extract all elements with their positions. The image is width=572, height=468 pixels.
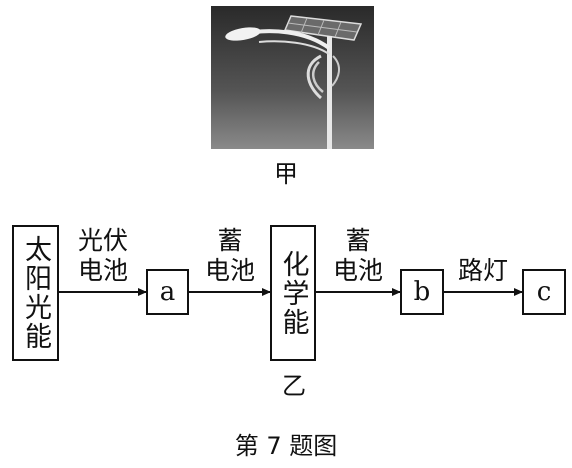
figure-caption: 第 7 题图	[234, 432, 338, 460]
edge-label-street-lamp: 路灯	[446, 256, 520, 286]
edge-label-pv-cell: 光伏 电池	[62, 226, 144, 286]
lamp-pole	[327, 36, 332, 149]
photo-caption: 甲	[274, 160, 298, 188]
node-a: a	[146, 269, 189, 315]
edge-label-battery-1-line1: 蓄	[217, 226, 243, 255]
node-chemical-energy-label: 化学能	[277, 249, 309, 337]
edge-label-street-lamp-line1: 路灯	[457, 256, 508, 285]
edge-label-battery-2-line2: 电池	[332, 256, 383, 285]
edge-label-battery-2: 蓄 电池	[318, 226, 398, 286]
street-lamp-photo	[211, 6, 374, 149]
node-solar-energy: 太阳光能	[12, 225, 59, 361]
node-b: b	[400, 269, 444, 315]
node-b-label: b	[413, 277, 431, 307]
edge-label-battery-1: 蓄 电池	[190, 226, 270, 286]
node-c-label: c	[536, 277, 552, 307]
edge-label-battery-1-line2: 电池	[204, 256, 255, 285]
lamp-head	[225, 27, 261, 41]
node-c: c	[522, 269, 566, 315]
edge-label-pv-line2: 电池	[77, 256, 128, 285]
node-a-label: a	[159, 277, 176, 307]
node-solar-energy-label: 太阳光能	[20, 235, 51, 351]
edge-label-pv-line1: 光伏	[77, 226, 128, 255]
chem-box-caption: 乙	[282, 372, 306, 400]
street-lamp-illustration	[211, 6, 374, 149]
node-chemical-energy: 化学能	[270, 225, 316, 361]
edge-label-battery-2-line1: 蓄	[345, 226, 371, 255]
